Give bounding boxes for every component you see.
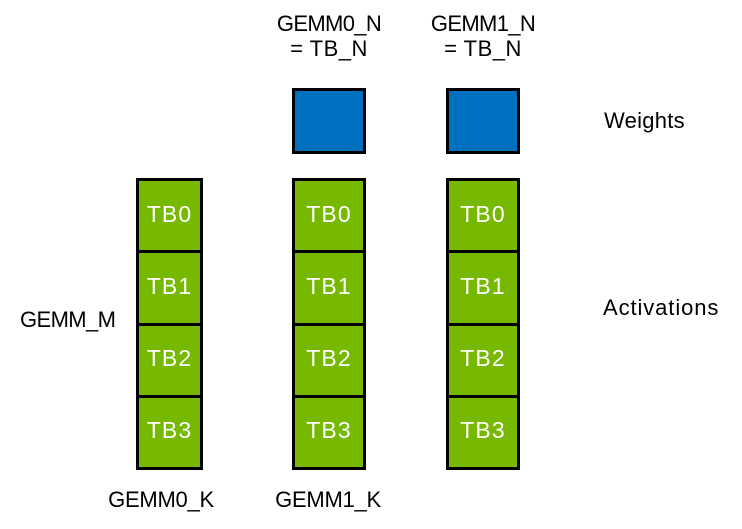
- output-activation-column: TB0 TB1 TB2 TB3: [446, 178, 520, 470]
- tb-block: TB2: [449, 322, 517, 395]
- tb-block: TB0: [295, 181, 363, 251]
- tb-block: TB1: [295, 250, 363, 323]
- activations-label: Activations: [603, 295, 720, 320]
- tb-block-label: TB2: [460, 345, 506, 372]
- tb-block: TB1: [449, 250, 517, 323]
- tb-block: TB3: [449, 394, 517, 467]
- weights-label: Weights: [604, 108, 685, 133]
- gemm0-n-label-line2: = TB_N: [290, 36, 368, 61]
- tb-block-label: TB3: [146, 417, 193, 444]
- gemm0-n-label-line1: GEMM0_N: [276, 11, 382, 36]
- tb-block: TB3: [295, 394, 363, 467]
- tb-block: TB2: [139, 322, 200, 395]
- tb-block-label: TB1: [460, 272, 506, 299]
- gemm0-n-label: GEMM0_N = TB_N: [276, 11, 382, 61]
- gemm0-k-label: GEMM0_K: [108, 487, 214, 512]
- tb-block-label: TB2: [306, 345, 352, 372]
- tb-block-label: TB3: [306, 417, 352, 444]
- gemm1-n-label-line1: GEMM1_N: [430, 11, 536, 36]
- tb-block-label: TB0: [146, 200, 193, 227]
- tb-block-label: TB0: [460, 200, 506, 227]
- gemm1-weights-box: [446, 88, 520, 154]
- tb-block-label: TB1: [146, 272, 193, 299]
- tb-block: TB3: [139, 394, 200, 467]
- gemm1-n-label: GEMM1_N = TB_N: [430, 11, 536, 61]
- gemm0-activation-column: TB0 TB1 TB2 TB3: [136, 178, 203, 470]
- gemm1-n-label-line2: = TB_N: [444, 36, 522, 61]
- gemm1-activation-column: TB0 TB1 TB2 TB3: [292, 178, 366, 470]
- gemm1-k-label: GEMM1_K: [275, 487, 381, 512]
- gemm0-weights-box: [292, 88, 366, 154]
- tb-block: TB2: [295, 322, 363, 395]
- gemm-m-label: GEMM_M: [20, 307, 116, 332]
- tb-block: TB0: [139, 181, 200, 251]
- tb-block-label: TB0: [306, 200, 352, 227]
- tb-block: TB0: [449, 181, 517, 251]
- tb-block-label: TB3: [460, 417, 506, 444]
- tb-block-label: TB2: [146, 345, 193, 372]
- tb-block: TB1: [139, 250, 200, 323]
- tb-block-label: TB1: [306, 272, 352, 299]
